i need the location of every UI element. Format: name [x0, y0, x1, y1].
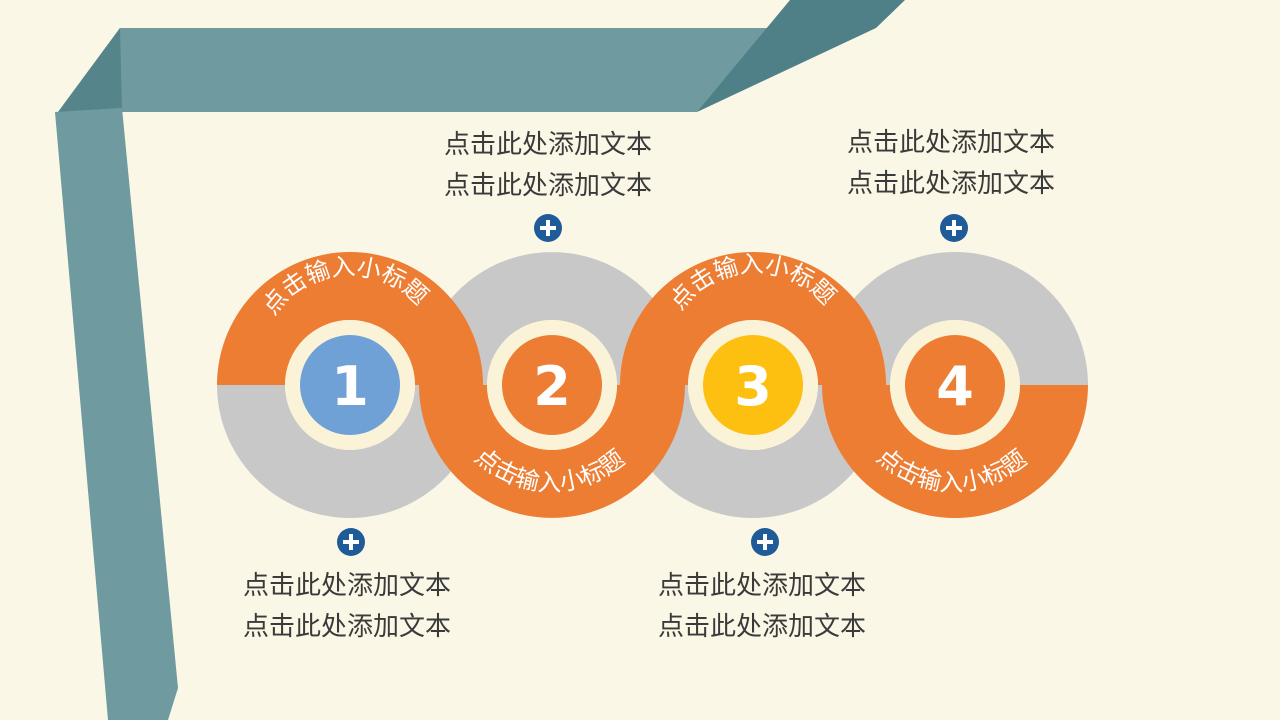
step-2-plus-icon[interactable]	[534, 214, 562, 242]
ring-3-top	[620, 252, 886, 385]
step-2-number: 2	[533, 355, 571, 418]
step-4-text-line-2: 点击此处添加文本	[846, 169, 1055, 199]
step-1-text-block: 点击此处添加文本 点击此处添加文本	[217, 566, 477, 648]
ring-3-bottom	[620, 385, 886, 518]
step-2-text-line-1: 点击此处添加文本	[443, 130, 652, 160]
step-3-plus-icon[interactable]	[751, 528, 779, 556]
orange-wave	[217, 252, 1088, 518]
step-3-text-line-2: 点击此处添加文本	[657, 612, 866, 642]
gray-ring-segments	[217, 252, 1088, 518]
ring-2-bottom	[419, 385, 685, 518]
step-2-disc	[502, 335, 602, 435]
ring-2-top	[419, 252, 685, 385]
ring-4-bottom	[822, 385, 1088, 518]
ring-4-top	[822, 252, 1088, 385]
step-1-disc	[300, 335, 400, 435]
step-1-text-line-1: 点击此处添加文本	[242, 571, 451, 601]
ribbon-fold-right	[697, 0, 905, 112]
step-3-disc	[703, 335, 803, 435]
step-4-plus-icon[interactable]	[940, 214, 968, 242]
ribbon-decoration	[55, 0, 905, 720]
step-1-text-line-2: 点击此处添加文本	[242, 612, 451, 642]
step-2-text-line-2: 点击此处添加文本	[443, 171, 652, 201]
step-3-text-block: 点击此处添加文本 点击此处添加文本	[632, 566, 892, 648]
step-4-number: 4	[936, 355, 974, 418]
ribbon-top	[58, 28, 793, 112]
step-3-number: 3	[734, 355, 772, 418]
step-4-text-block: 点击此处添加文本 点击此处添加文本	[821, 123, 1081, 205]
step-1-plus-icon[interactable]	[337, 528, 365, 556]
ribbon-fold-left	[58, 28, 122, 112]
step-3-text-line-1: 点击此处添加文本	[657, 571, 866, 601]
ribbon-left	[55, 108, 178, 720]
step-4-disc	[905, 335, 1005, 435]
ring-1-top	[217, 252, 483, 385]
step-4-text-line-1: 点击此处添加文本	[846, 128, 1055, 158]
ring-1-bottom	[217, 385, 483, 518]
step-2-text-block: 点击此处添加文本 点击此处添加文本	[418, 125, 678, 207]
step-1-number: 1	[331, 355, 369, 418]
